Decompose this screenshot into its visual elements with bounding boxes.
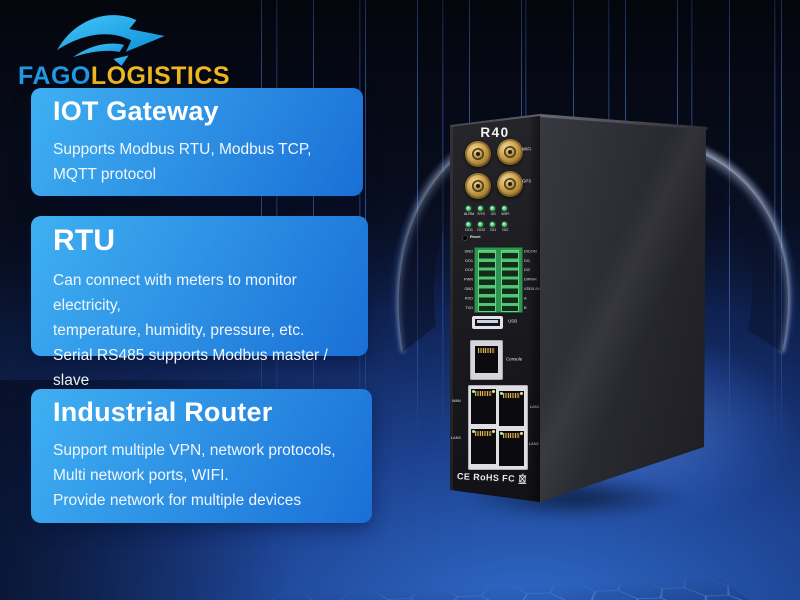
gps-antenna-label: GPS xyxy=(522,178,532,184)
do1-led xyxy=(466,222,471,227)
led-label: SYS xyxy=(477,212,485,216)
terminal-pin-label: GND xyxy=(464,249,473,254)
terminal-pin-label: DI2 xyxy=(524,268,530,273)
lan1-port xyxy=(499,391,524,426)
device-side-panel xyxy=(540,116,706,502)
sys-led xyxy=(478,206,483,211)
link-led xyxy=(472,430,475,433)
brand-text-secondary: LOGISTICS xyxy=(90,62,231,90)
feature-card-rtu: RTU Can connect with meters to monitor e… xyxy=(31,216,368,389)
feature-card-iot-gateway: IOT Gateway Supports Modbus RTU, Modbus … xyxy=(31,88,363,196)
terminal-labels-left: GND DO1 DO2 PWR GND RXD TXD xyxy=(451,247,473,313)
wifi-antenna-connector xyxy=(465,141,491,167)
act-led xyxy=(492,390,495,393)
led-label: DI1 xyxy=(490,228,497,232)
sma-thread xyxy=(504,178,516,190)
brand-text-primary: FAGO xyxy=(18,62,91,90)
card-line: Provide network for multiple devices xyxy=(53,492,302,509)
lan2-port-label: LAN2 xyxy=(529,442,539,446)
brand-logo: FAGOLOGISTICS xyxy=(12,4,262,96)
led-label: DI2 xyxy=(502,228,509,232)
lan3-port-label: LAN3 xyxy=(451,436,461,440)
card-line: Serial RS485 supports Modbus master / sl… xyxy=(53,347,328,389)
act-led xyxy=(520,392,523,395)
status-led-row xyxy=(466,206,507,211)
console-jack xyxy=(475,346,498,373)
link-led xyxy=(500,392,503,395)
wifi-antenna-label: WIFI xyxy=(522,146,532,152)
led-label: WIFI xyxy=(501,212,510,216)
device-front-panel: R40 WIFI GPS ALRM SYS 4G WIFI xyxy=(450,116,540,502)
di2-led xyxy=(502,222,507,227)
link-led xyxy=(500,432,503,435)
do2-led xyxy=(478,222,483,227)
card-line: Multi network ports, WIFI. xyxy=(53,467,229,484)
ethernet-port-block xyxy=(468,385,528,470)
device-side-sheen xyxy=(540,116,706,502)
io-led-row xyxy=(466,222,507,227)
card-line: MQTT protocol xyxy=(53,166,157,183)
terminal-pin-label: GND xyxy=(464,287,473,292)
card-title: RTU xyxy=(53,224,116,257)
terminal-pin-label: PWR xyxy=(464,277,473,282)
router-device: R40 WIFI GPS ALRM SYS 4G WIFI xyxy=(440,90,712,522)
terminal-pin-label: TXD xyxy=(465,306,473,311)
weee-bin-icon xyxy=(518,473,527,485)
wing-arrow-icon xyxy=(57,15,165,66)
wan-port xyxy=(471,389,496,424)
terminal-pin-label: A xyxy=(524,296,527,301)
gps-antenna-connector xyxy=(497,171,523,197)
led-label: 4G xyxy=(490,212,496,216)
gps-antenna-connector xyxy=(465,173,491,199)
led-label: DO2 xyxy=(477,228,486,232)
sma-thread xyxy=(472,180,484,192)
lan2-port xyxy=(499,431,524,466)
lan1-port-label: LAN1 xyxy=(530,405,540,409)
card-line: Supports Modbus RTU, Modbus TCP, xyxy=(53,141,312,158)
alarm-led xyxy=(466,206,471,211)
model-label: R40 xyxy=(480,125,510,140)
wifi-antenna-connector xyxy=(497,139,523,165)
terminal-column xyxy=(501,250,519,312)
terminal-pin-label: DO1 xyxy=(465,259,473,264)
terminal-block xyxy=(474,247,523,313)
terminal-pin-label: RXD xyxy=(464,296,473,301)
act-led xyxy=(492,430,495,433)
act-led xyxy=(520,432,523,435)
status-led-labels: ALRM SYS 4G WIFI xyxy=(463,212,511,216)
reset-button xyxy=(463,236,467,240)
wan-port-label: WAN xyxy=(452,399,461,403)
console-port xyxy=(470,340,503,380)
led-label: ALRM xyxy=(463,212,475,216)
certification-row: CE RoHS FC xyxy=(456,470,540,485)
di1-led xyxy=(490,222,495,227)
card-line: temperature, humidity, pressure, etc. xyxy=(53,322,305,339)
led-label: DO1 xyxy=(465,228,474,232)
usb-slot xyxy=(475,319,500,326)
card-line: Support multiple VPN, network protocols, xyxy=(53,442,336,459)
terminal-pin-label: DI1 xyxy=(524,259,530,264)
reset-label: Reset xyxy=(470,235,481,239)
card-line: Can connect with meters to monitor elect… xyxy=(53,272,297,314)
terminal-column xyxy=(478,250,496,312)
card-title: Industrial Router xyxy=(53,397,273,427)
console-label: Console xyxy=(506,356,523,362)
sma-thread xyxy=(472,148,484,160)
card-title: IOT Gateway xyxy=(53,96,219,126)
certification-text: CE RoHS FC xyxy=(456,470,516,484)
sma-thread xyxy=(504,146,516,158)
terminal-pin-label: DO2 xyxy=(465,268,473,273)
io-led-labels: DO1 DO2 DI1 DI2 xyxy=(463,228,511,232)
4g-led xyxy=(490,206,495,211)
usb-label: USB xyxy=(508,318,518,324)
brand-text: FAGOLOGISTICS xyxy=(18,62,230,91)
usb-port xyxy=(472,316,503,329)
wifi-led xyxy=(502,206,507,211)
terminal-pin-label: B xyxy=(524,306,527,311)
feature-card-industrial-router: Industrial Router Support multiple VPN, … xyxy=(31,389,372,523)
lan3-port xyxy=(471,429,496,464)
link-led xyxy=(472,390,475,393)
